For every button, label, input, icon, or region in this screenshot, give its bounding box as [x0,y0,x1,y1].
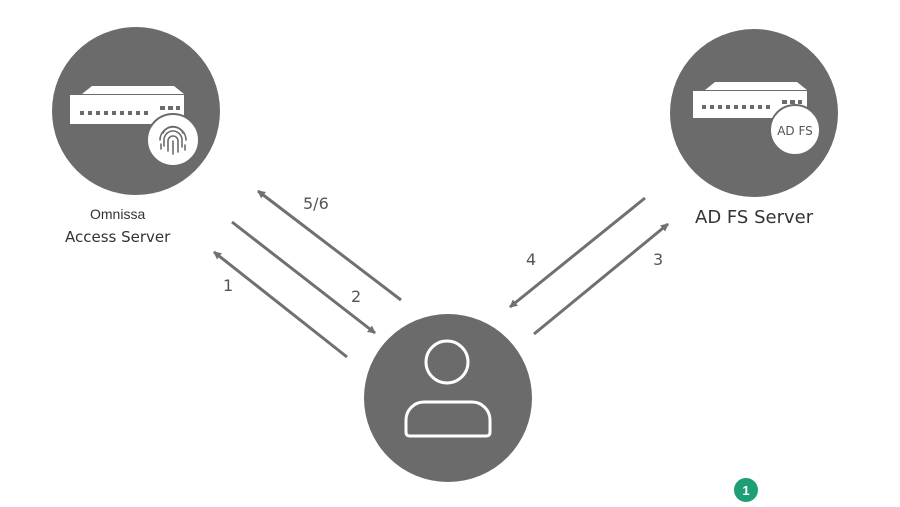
user-node [364,314,532,482]
adfs-server-label: AD FS Server [695,207,814,228]
arrow-step-5-6 [257,189,402,302]
arrow-step-2 [231,220,376,335]
arrow-step-3 [533,222,669,336]
access-server-node [52,27,220,195]
adfs-badge-text: AD FS [777,124,813,138]
adfs-badge [769,104,821,156]
user-icon [404,339,492,438]
access-server-label-line1: Omnissa [90,206,146,222]
step-label-5-6: 5/6 [303,194,329,213]
step-label-2: 2 [351,287,362,306]
access-server-label-line2: Access Server [65,228,171,246]
user-circle [364,314,532,482]
step-label-3: 3 [653,250,664,269]
adfs-server-node: AD FS [670,29,838,197]
step-label-4: 4 [526,250,537,269]
fingerprint-badge [146,113,200,167]
arrow-step-4 [509,196,646,309]
number-marker[interactable]: 1 [734,478,758,502]
fingerprint-icon [159,125,187,155]
arrow-step-1 [213,250,348,359]
step-label-1: 1 [223,276,234,295]
